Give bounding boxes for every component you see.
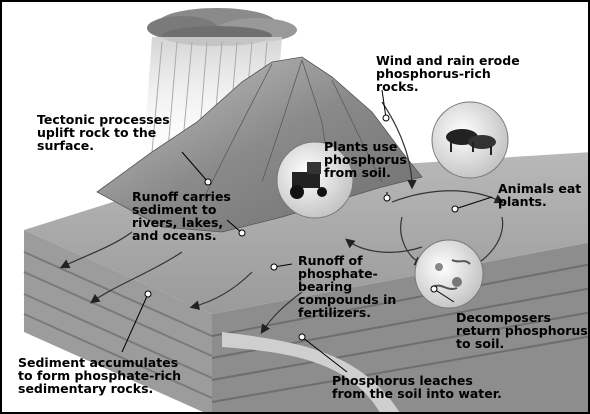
label-runoff-sediment: Runoff carries sediment to rivers, lakes…	[132, 190, 231, 242]
label-decomposers: Decomposers return phosphorus to soil.	[456, 311, 588, 350]
label-animals: Animals eat plants.	[498, 182, 581, 208]
decomposers-bubble	[415, 240, 483, 308]
label-tectonic: Tectonic processes uplift rock to the su…	[37, 113, 170, 152]
label-runoff-phosphate: Runoff of phosphate- bearing compounds i…	[298, 254, 396, 319]
label-plants: Plants use phosphorus from soil.	[324, 140, 407, 179]
label-sediment: Sediment accumulates to form phosphate-r…	[18, 356, 181, 395]
label-wind-rain: Wind and rain erode phosphorus-rich rock…	[376, 54, 520, 93]
cows-bubble	[432, 102, 508, 178]
label-leaches: Phosphorus leaches from the soil into wa…	[332, 374, 502, 400]
